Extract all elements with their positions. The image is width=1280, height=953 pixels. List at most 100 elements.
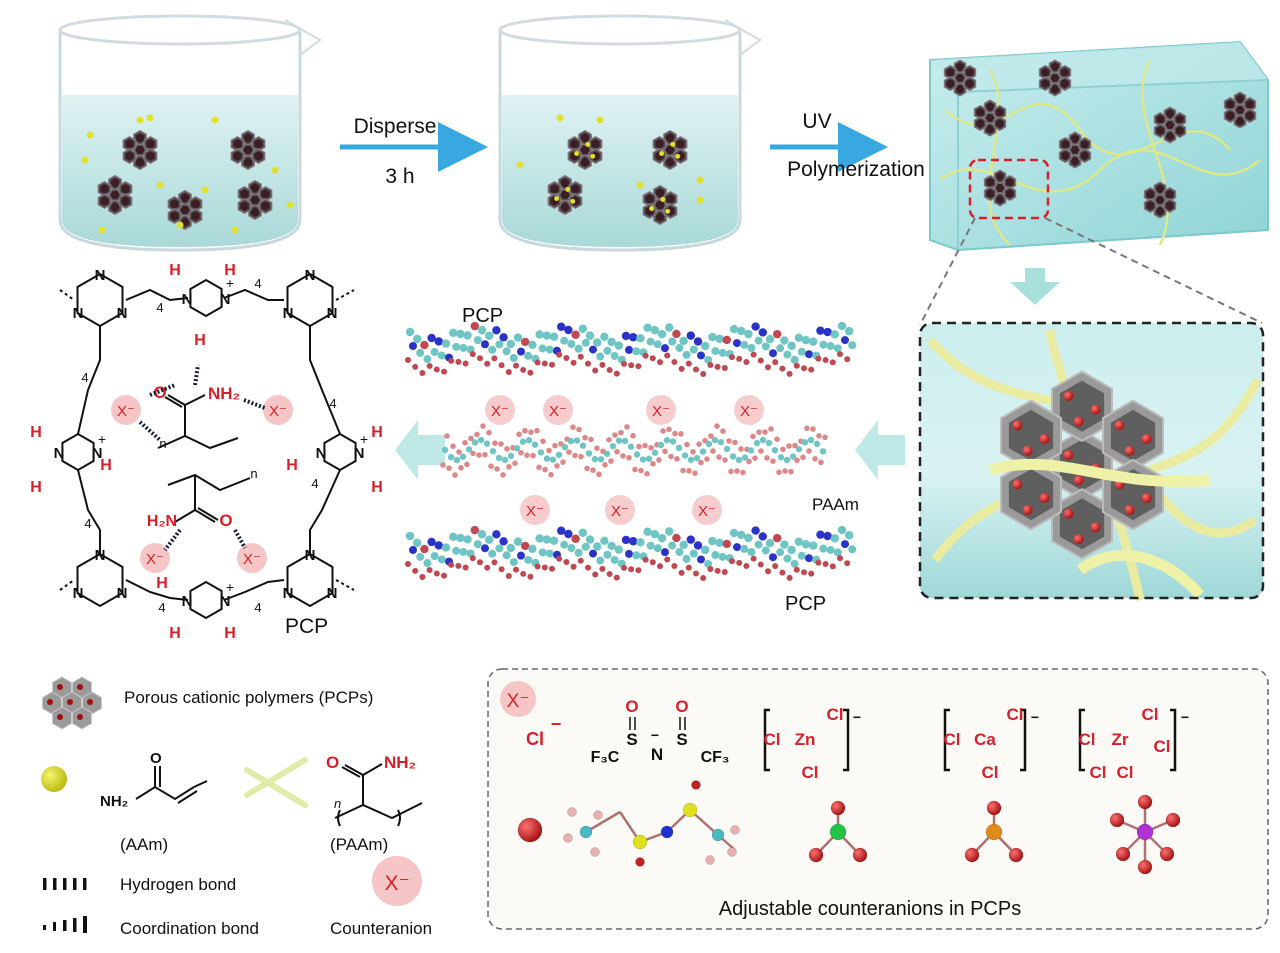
counterion-bubble [263,395,293,425]
aam-monomer-dot [286,201,294,209]
atom-h: H [224,262,236,279]
cl-atom: Cl [1117,763,1134,782]
disperse-label: Disperse [354,115,437,138]
atom-n: N [182,593,193,610]
subscript-4: 4 [156,300,163,315]
atom-sphere [808,847,824,863]
cl-atom: Cl [1079,730,1096,749]
pcp-cluster [973,99,1007,137]
atom-sphere [830,800,846,816]
atom-sphere [1008,847,1024,863]
charge-plus: + [226,275,234,291]
paam-nh2: NH₂ [384,753,416,772]
atom-sphere [705,855,715,865]
aam-structure [135,766,208,804]
counterion-label: X⁻ [740,403,758,420]
atom-sphere [632,834,648,850]
counteranion-legend-icon [372,856,422,906]
atom-h: H [30,479,42,496]
atom-n: N [316,445,327,462]
pcp-cluster [1038,59,1072,97]
pcp-cluster [983,169,1017,207]
s-atom: S [676,730,687,749]
counterion-label: X⁻ [269,403,287,420]
counterion-bubble [520,495,550,525]
counterion-bubble [140,543,170,573]
atom-n: N [117,305,128,322]
o-atom: O [675,697,688,716]
atom-sphere [563,833,573,843]
counterion-sphere [1063,508,1074,519]
counterion-sphere [1073,475,1084,486]
atom-h: H [100,457,112,474]
counterion-sphere [1039,492,1050,503]
atom-h2n: H₂N [147,513,177,530]
aam-monomer-dot [636,181,644,189]
counteranions-panel: X⁻ Adjustable counteranions in PCPs Cl−F… [487,668,1269,930]
paam-o: O [326,753,339,772]
subscript-4: 4 [329,396,336,411]
counterion-sphere [1073,534,1084,545]
hydrogen-bond [243,398,266,410]
cl-atom: Cl [764,730,781,749]
atom-n: N [73,585,84,602]
pcp-cluster [567,129,603,171]
atom-sphere [852,847,868,863]
counterion-sphere [1022,445,1033,456]
atom-n: N [220,291,231,308]
cl-atom: Cl [827,705,844,724]
zoom-selection-box [968,158,1050,220]
complex-charge: − [1031,709,1039,725]
atom-sphere [986,800,1002,816]
atom-n: N [220,593,231,610]
pcp-cluster [1143,181,1177,219]
down-arrow-icon [1010,268,1060,305]
cl-atom: Cl [1090,763,1107,782]
counterion-sphere [1073,416,1084,427]
atom-h: H [156,575,168,592]
aam-monomer-dot [211,116,219,124]
legend-aam-text: (AAm) [120,835,168,854]
aam-monomer-dot [201,186,209,194]
atom-sphere [1136,823,1154,841]
counterion-bubble [734,395,764,425]
hydrogel-block [929,40,1269,252]
pcp-legend-icon [42,676,102,730]
atom-n: N [283,305,294,322]
atom-nh2: NH₂ [208,384,240,403]
disperse-duration: 3 h [385,165,414,188]
counterion-sphere [1039,433,1050,444]
pcp-cluster [642,184,678,226]
atom-sphere [590,847,600,857]
legend-pcp-text: Porous cationic polymers (PCPs) [124,688,373,707]
cl-atom: Cl [982,763,999,782]
zoom-line-right [1044,217,1263,324]
counterion-bubble [692,495,722,525]
zoom-inset [918,321,1265,601]
atom-sphere [1165,812,1181,828]
atom-sphere [593,810,603,820]
beaker-2 [498,14,762,252]
structure-pcp-label: PCP [285,615,328,638]
n-atom: N [651,745,663,764]
repeat-n: n [250,466,257,481]
paam-chain-icon [244,757,308,808]
charge-plus: + [226,579,234,595]
counterion-label: X⁻ [652,403,670,420]
cl-atom: Cl [1007,705,1024,724]
counterion-sphere [1124,504,1135,515]
atom-n: N [283,585,294,602]
atom-n: N [327,585,338,602]
n-charge: − [651,727,659,743]
aam-o: O [150,750,162,767]
o-atom: O [625,697,638,716]
atom-sphere [964,847,980,863]
f3c-group: F₃C [591,749,620,766]
aam-monomer-dot [596,116,604,124]
atom-sphere [517,817,543,843]
counterion-sphere [1012,420,1023,431]
hydrogen-bond [138,420,162,442]
